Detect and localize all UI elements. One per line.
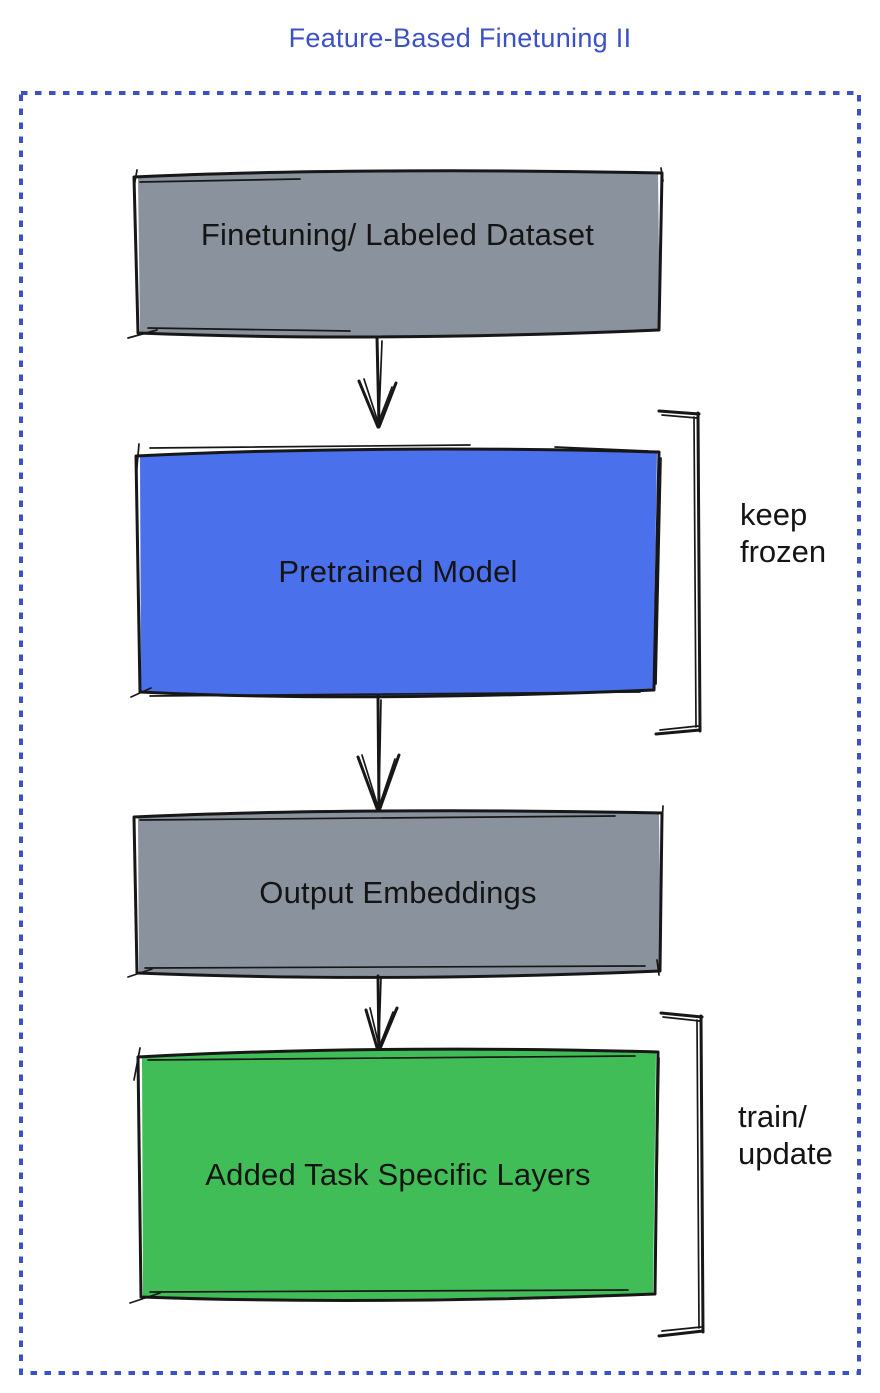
arrow-embeddings-to-layers — [364, 974, 399, 1053]
bracket-keep-frozen-sketch — [659, 414, 699, 731]
node-output-embeddings-sketch — [127, 805, 664, 978]
bracket-train-update-sketch — [661, 1016, 702, 1332]
arrow-pretrained-to-embeddings — [356, 693, 401, 813]
node-label-output-embeddings: Output Embeddings — [259, 875, 537, 910]
node-output-embeddings — [127, 805, 664, 979]
annotation-keep-frozen-line-1: keep — [740, 497, 808, 532]
arrow-1-sketch — [363, 340, 393, 427]
arrow-2-sketch — [361, 699, 396, 811]
bracket-train-update-stroke — [657, 1011, 705, 1338]
node-pretrained-model — [130, 443, 662, 699]
node-pretrained-model-fill — [140, 449, 657, 696]
dotted-frame — [19, 91, 861, 1375]
node-task-specific-layers-sketch — [129, 1047, 660, 1304]
node-pretrained-model-sketch — [130, 443, 662, 698]
node-finetuning-dataset-fill — [138, 171, 660, 336]
node-finetuning-dataset — [127, 167, 664, 339]
node-label-finetuning-dataset: Finetuning/ Labeled Dataset — [200, 217, 595, 252]
bracket-keep-frozen — [654, 409, 702, 736]
bracket-train-update — [657, 1011, 705, 1338]
annotation-train-update-line-2: update — [738, 1136, 833, 1171]
node-task-specific-layers-fill — [142, 1049, 656, 1300]
annotation-keep-frozen-line-2: frozen — [740, 534, 827, 569]
diagram-title: Feature-Based Finetuning II — [288, 23, 632, 53]
arrow-3-sketch — [369, 977, 394, 1051]
node-task-specific-layers-border — [136, 1047, 660, 1302]
node-finetuning-dataset-border — [132, 169, 664, 339]
annotation-keep-frozen: keep frozen — [740, 496, 826, 570]
node-label-pretrained-model: Pretrained Model — [278, 554, 518, 589]
node-task-specific-layers — [129, 1047, 660, 1304]
annotation-train-update: train/ update — [738, 1098, 833, 1172]
arrow-dataset-to-pretrained — [357, 335, 398, 429]
annotation-train-update-line-1: train/ — [738, 1099, 807, 1134]
node-output-embeddings-fill — [138, 811, 661, 976]
bracket-keep-frozen-stroke — [654, 409, 702, 736]
node-pretrained-model-border — [134, 447, 661, 699]
node-output-embeddings-border — [132, 809, 664, 979]
node-label-task-specific-layers: Added Task Specific Layers — [205, 1156, 591, 1192]
node-finetuning-dataset-sketch — [127, 167, 664, 339]
